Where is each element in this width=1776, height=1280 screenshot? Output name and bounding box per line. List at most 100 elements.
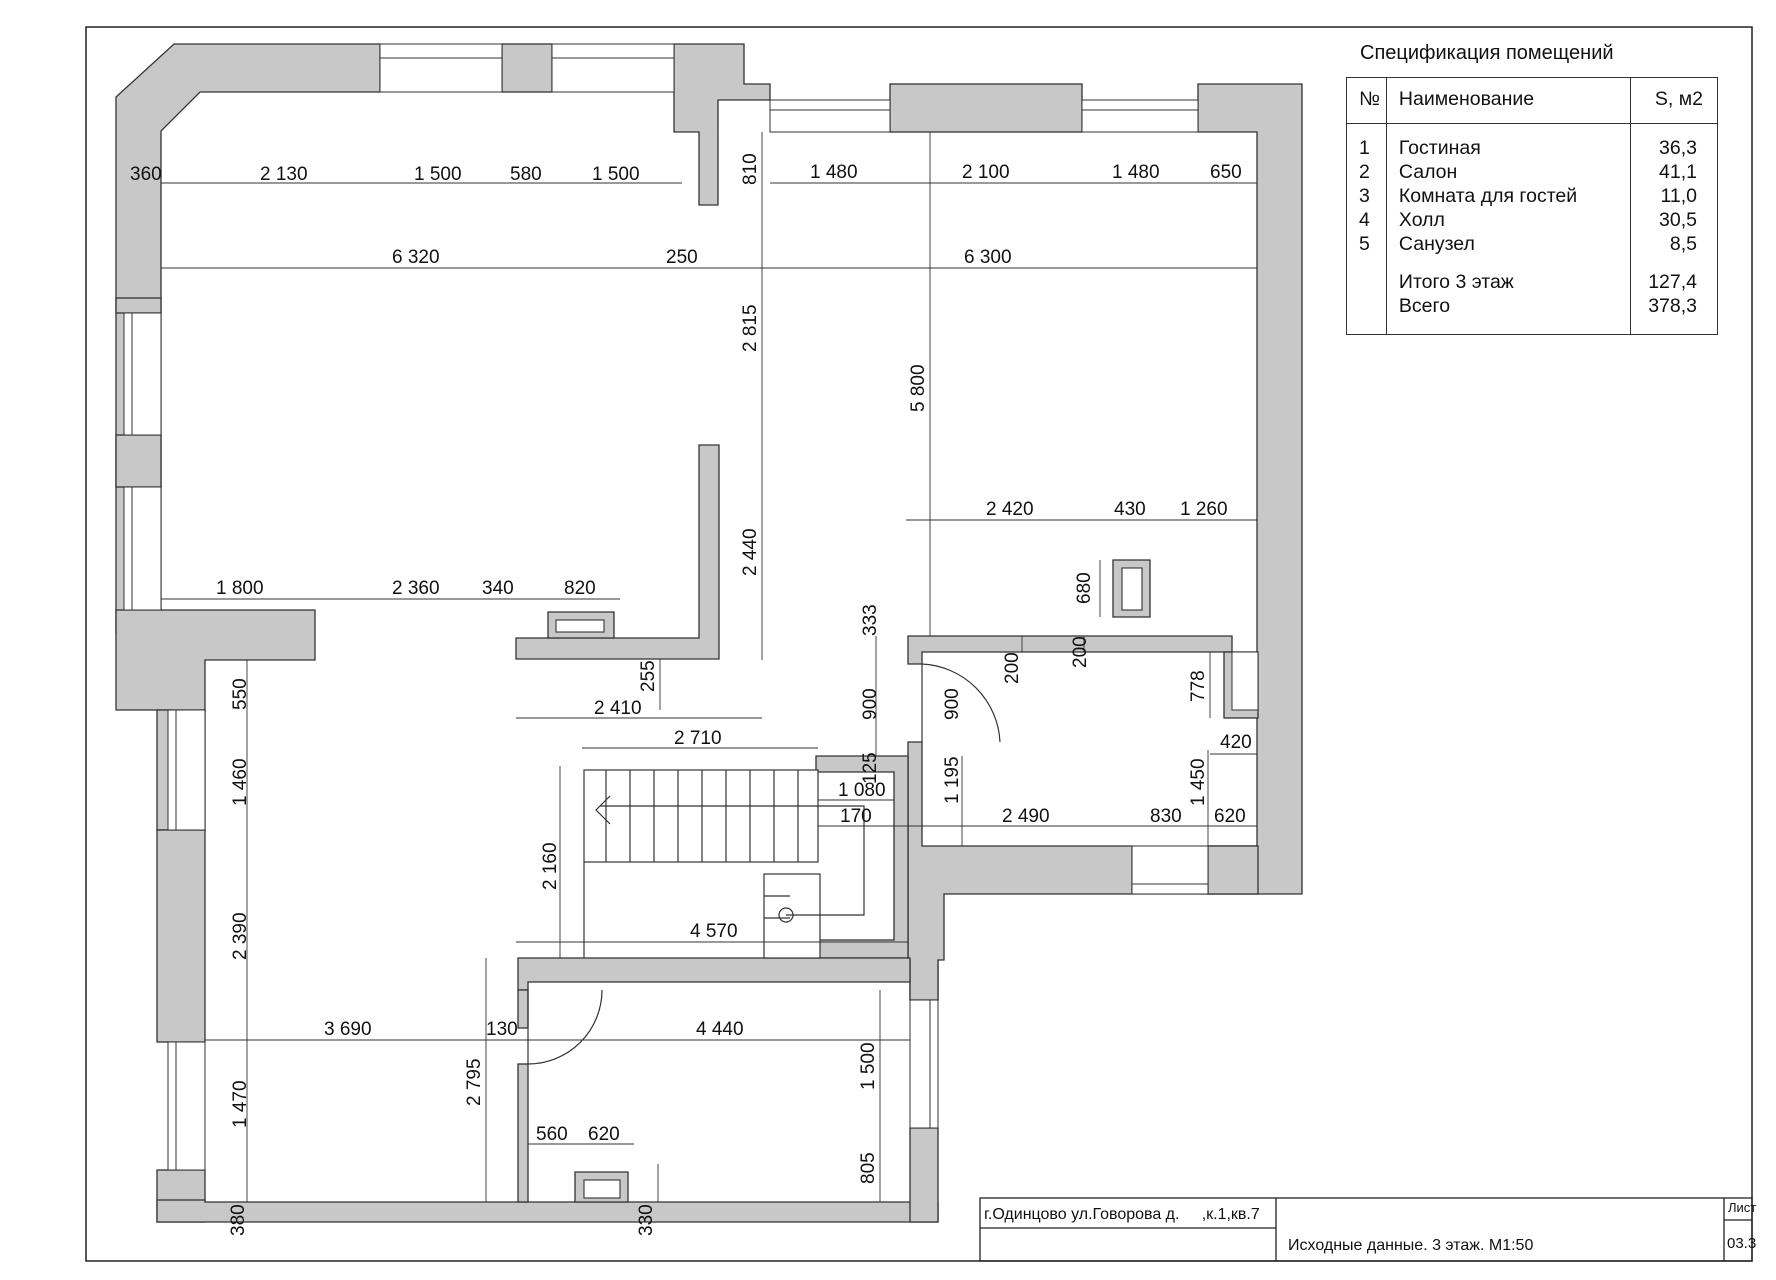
dim-label: 250: [666, 247, 698, 268]
dim-label: 1 470: [230, 1080, 251, 1128]
table-row: 2 Салон 41,1: [1347, 160, 1718, 184]
room-num: 5: [1359, 233, 1370, 255]
total-name: Всего: [1385, 294, 1631, 335]
dim-label: 1 195: [942, 756, 963, 804]
dim-label: 255: [638, 660, 659, 692]
window-west-2: [123, 486, 162, 611]
window-north-2: [551, 43, 675, 93]
room-area: 30,5: [1630, 208, 1718, 232]
dim-label: 550: [230, 678, 251, 710]
dim-label: 2 390: [230, 912, 251, 960]
dim-label: 900: [942, 688, 963, 720]
doors: [527, 663, 1001, 1065]
door-guest-swing: [527, 989, 603, 1065]
spec-title: Спецификация помещений: [1360, 42, 1614, 64]
total-area: 378,3: [1630, 294, 1718, 335]
spec-table: № Наименование S, м2 1 Гостиная 36,3 2 С…: [1346, 77, 1718, 335]
dim-label: 170: [840, 806, 872, 827]
dim-label: 1 080: [838, 780, 886, 801]
spec-header-row: № Наименование S, м2: [1346, 77, 1718, 124]
dim-label: 200: [1070, 636, 1091, 668]
dim-label: 2 420: [986, 499, 1034, 520]
wall-stair-south: [517, 957, 911, 991]
total-row: Итого 3 этаж 127,4: [1347, 256, 1718, 294]
window-north-4: [1081, 99, 1199, 133]
dim-label: 830: [1150, 806, 1182, 827]
dim-label: 330: [636, 1204, 657, 1236]
dim-label: 900: [860, 688, 881, 720]
dim-label: 810: [740, 153, 761, 185]
dim-label: 2 815: [740, 304, 761, 352]
title-block: [979, 1197, 1753, 1262]
dim-label: 6 300: [964, 247, 1012, 268]
header-name: Наименование: [1385, 77, 1631, 124]
dim-label: 1 500: [414, 164, 462, 185]
dim-label: 125: [860, 752, 881, 784]
dim-label: 2 160: [540, 842, 561, 890]
dim-label: 2 795: [464, 1058, 485, 1106]
dim-label: 560: [536, 1124, 568, 1145]
room-name: Комната для гостей: [1385, 184, 1631, 208]
wall-west-lower: [156, 829, 206, 1043]
table-row: 4 Холл 30,5: [1347, 208, 1718, 232]
dim-label: 200: [1002, 652, 1023, 684]
header-area: S, м2: [1630, 77, 1718, 124]
dim-label: 4 440: [696, 1019, 744, 1040]
total-area: 127,4: [1630, 256, 1718, 294]
room-num: 4: [1359, 209, 1370, 231]
wall-pier-west: [115, 434, 162, 488]
room-area: 41,1: [1630, 160, 1718, 184]
windows: [123, 43, 1259, 1171]
window-north-3: [769, 99, 891, 133]
dim-label: 1 460: [230, 758, 251, 806]
dim-label: 5 800: [908, 364, 929, 412]
wall-east: [1197, 83, 1303, 895]
room-area: 11,0: [1630, 184, 1718, 208]
room-num: 1: [1359, 137, 1370, 159]
dim-label: 2 710: [674, 728, 722, 749]
dim-label: 2 130: [260, 164, 308, 185]
fireplace-living-opening: [555, 619, 605, 633]
room-area: 8,5: [1630, 232, 1718, 256]
sheet-frame: [85, 26, 1753, 1262]
drawing-title: Исходные данные. 3 этаж. М1:50: [1288, 1237, 1534, 1254]
dim-label: 680: [1074, 572, 1095, 604]
header-num: №: [1346, 77, 1387, 124]
dim-label: 580: [510, 164, 542, 185]
dim-label: 805: [858, 1152, 879, 1184]
address-text: г.Одинцово ул.Говорова д. ,к.1,кв.7: [984, 1206, 1260, 1223]
room-num: 3: [1359, 185, 1370, 207]
window-bath: [1131, 845, 1209, 895]
room-name: Салон: [1385, 160, 1631, 184]
window-west-1: [123, 312, 162, 436]
room-name: Санузел: [1385, 232, 1631, 256]
wall-bath-south-east: [1207, 845, 1259, 895]
table-row: 5 Санузел 8,5: [1347, 232, 1718, 256]
dimension-lines: [161, 132, 1257, 1202]
total-row: Всего 378,3: [1347, 294, 1718, 335]
dim-label: 820: [564, 578, 596, 599]
door-bath-swing: [921, 663, 1001, 743]
wall-south: [156, 1199, 939, 1223]
dim-label: 1 480: [1112, 162, 1160, 183]
room-name: Холл: [1385, 208, 1631, 232]
window-bath-niche: [1231, 651, 1259, 711]
window-west-4: [167, 1041, 206, 1171]
wall-fireplace-partition: [515, 444, 720, 660]
dim-label: 1 260: [1180, 499, 1228, 520]
dim-label: 650: [1210, 162, 1242, 183]
dim-label: 130: [486, 1019, 518, 1040]
wall-north-middle: [889, 83, 1083, 133]
wall-north-step: [673, 43, 771, 206]
table-row: 1 Гостиная 36,3: [1347, 123, 1718, 160]
fireplace-guest-opening: [583, 1179, 621, 1199]
wall-stub: [517, 989, 529, 1029]
dim-label: 2 360: [392, 578, 440, 599]
dim-label: 333: [860, 604, 881, 636]
dimension-labels: 360 2 130 1 500 580 1 500 810 1 480 2 10…: [130, 153, 1252, 1236]
dim-label: 1 480: [810, 162, 858, 183]
dim-label: 1 500: [592, 164, 640, 185]
dim-label: 2 440: [740, 528, 761, 576]
dim-label: 2 410: [594, 698, 642, 719]
